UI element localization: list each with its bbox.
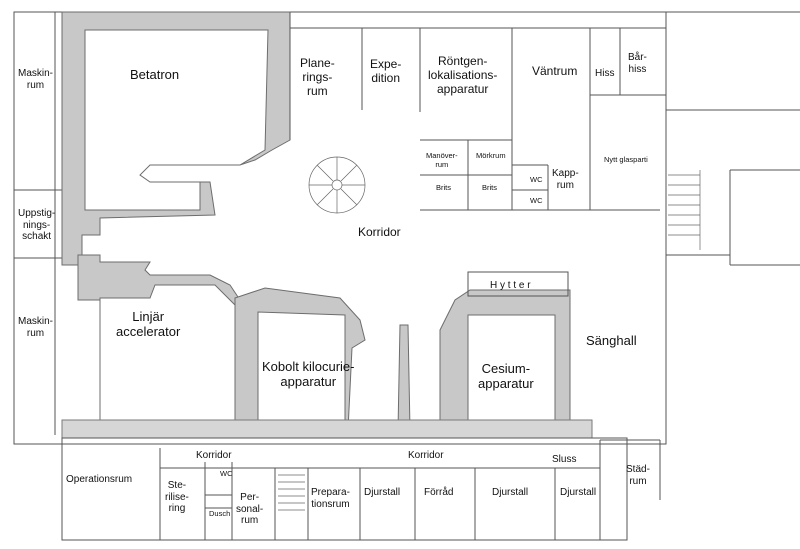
betatron-wall bbox=[61, 11, 291, 266]
room-djurstall-2: Djurstall bbox=[492, 487, 529, 498]
staircase-right bbox=[668, 170, 701, 250]
room-betatron: Betatron bbox=[130, 67, 180, 82]
room-wc-2: WC bbox=[530, 196, 543, 205]
room-morkrum: Mörkrum bbox=[476, 151, 506, 160]
room-wc-3: WC bbox=[220, 469, 233, 478]
room-wc-1: WC bbox=[530, 175, 543, 184]
room-brits-2: Brits bbox=[482, 183, 497, 192]
label-nytt-glasparti: Nytt glasparti bbox=[604, 155, 648, 164]
room-preparationsrum: Prepara- tionsrum bbox=[311, 487, 350, 510]
room-manoverrum: Manöver- rum bbox=[426, 151, 458, 169]
staircase-bottom bbox=[278, 474, 305, 511]
room-rontgen: Röntgen- lokalisations- apparatur bbox=[428, 54, 498, 96]
room-sluss: Sluss bbox=[552, 454, 577, 465]
room-korridor-bottom-right: Korridor bbox=[408, 450, 444, 461]
room-djurstall-1: Djurstall bbox=[364, 487, 401, 498]
room-personalrum: Per- sonal- rum bbox=[236, 492, 264, 526]
room-sanghall: Sänghall bbox=[586, 333, 637, 348]
hytter-strip bbox=[467, 271, 569, 297]
room-maskinrum-bottom: Maskin- rum bbox=[18, 316, 54, 339]
outer-outline bbox=[13, 11, 667, 445]
room-planeringsrum: Plane- rings- rum bbox=[300, 56, 335, 98]
room-djurstall-3: Djurstall bbox=[560, 487, 597, 498]
room-korridor-bottom-left: Korridor bbox=[196, 450, 232, 461]
room-barhiss: Bår- hiss bbox=[628, 52, 647, 75]
cesium-wall bbox=[439, 289, 571, 431]
room-forrad: Förråd bbox=[424, 487, 454, 498]
spiral-staircase bbox=[308, 156, 366, 214]
room-maskinrum-top: Maskin- rum bbox=[18, 68, 54, 91]
bottom-wall-band bbox=[61, 419, 593, 439]
room-cesium: Cesium- apparatur bbox=[478, 361, 534, 391]
room-brits-1: Brits bbox=[436, 183, 451, 192]
room-operationsrum: Operationsrum bbox=[66, 474, 133, 485]
room-uppstigningsschakt: Uppstig- nings- schakt bbox=[18, 208, 56, 242]
room-kobolt: Kobolt kilocurie- apparatur bbox=[262, 359, 355, 389]
room-sterilisering: Ste- rilise- ring bbox=[165, 480, 189, 514]
central-pillar bbox=[397, 324, 411, 431]
room-linjar-accelerator: Linjär accelerator bbox=[116, 309, 181, 339]
room-dusch: Dusch bbox=[209, 509, 231, 518]
room-hytter: H y t t e r bbox=[490, 280, 531, 291]
room-stadrum: Städ- rum bbox=[626, 464, 650, 487]
room-hiss: Hiss bbox=[595, 68, 615, 79]
room-korridor-main: Korridor bbox=[358, 225, 401, 239]
room-vantrum: Väntrum bbox=[532, 64, 578, 78]
room-expedition: Expe- dition bbox=[370, 57, 402, 85]
room-kapprum: Kapp- rum bbox=[552, 168, 579, 191]
